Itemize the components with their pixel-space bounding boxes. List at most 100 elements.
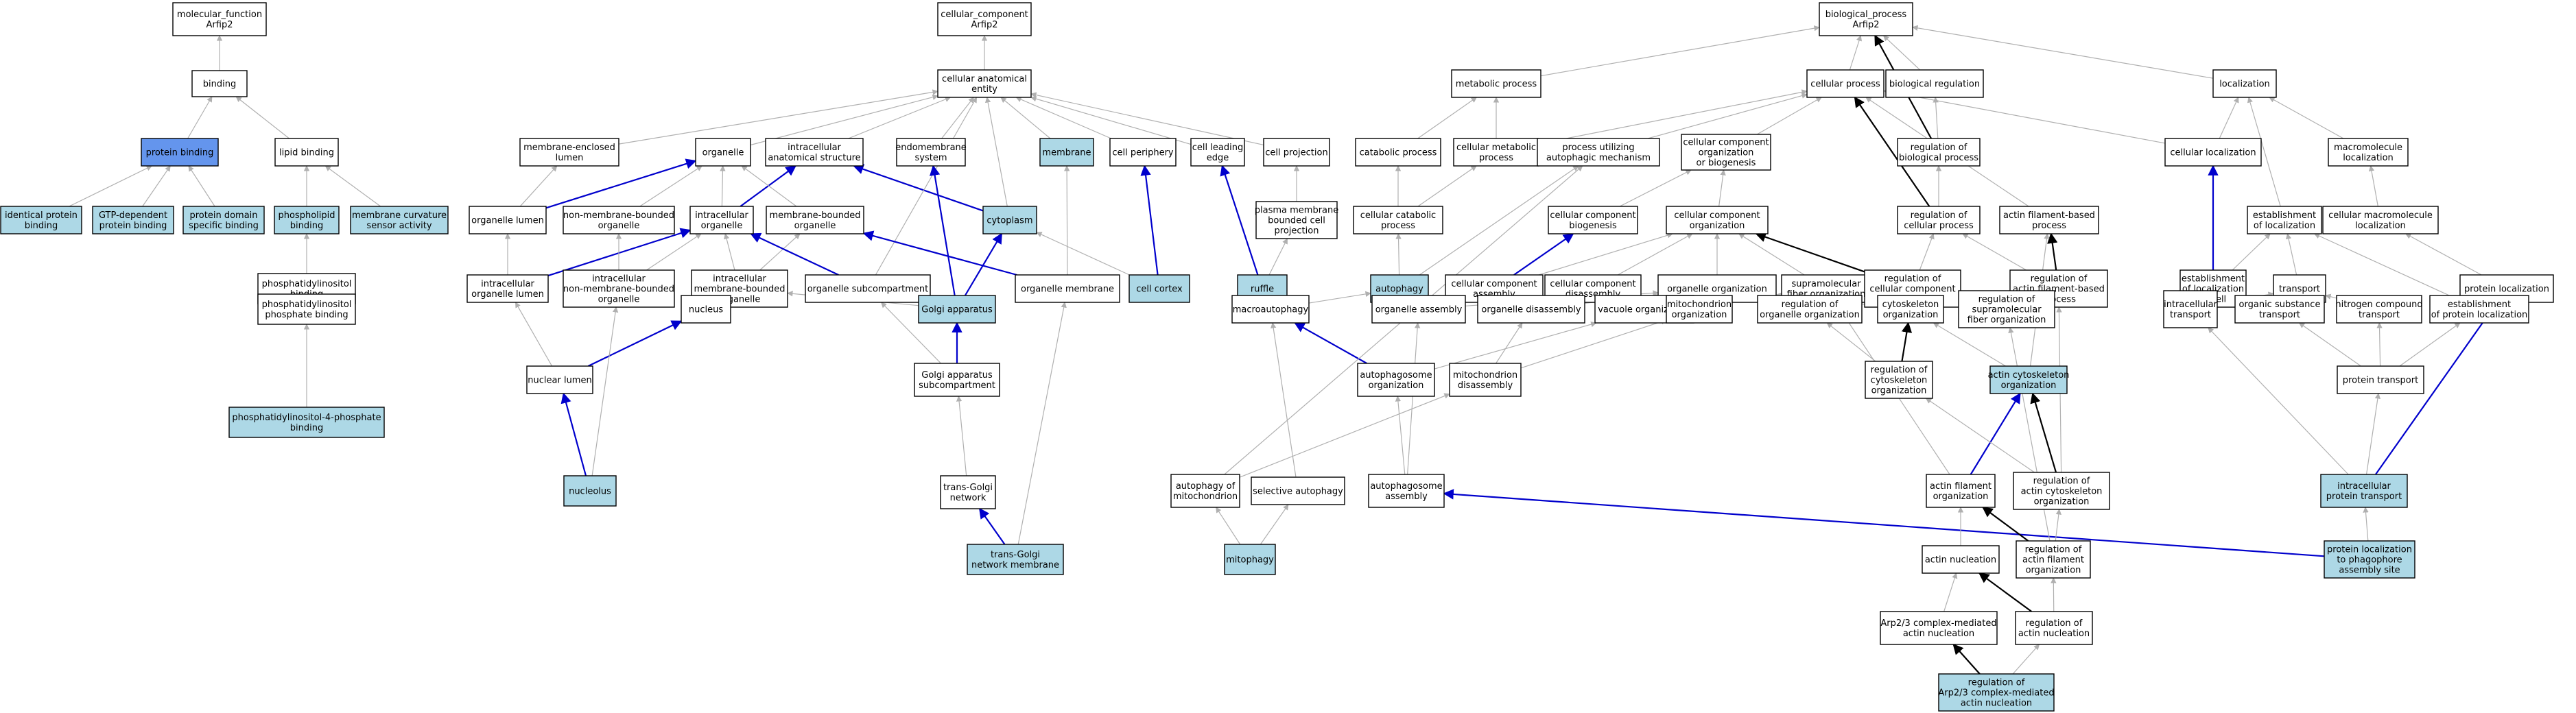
term-node-cell-localization[interactable]: cellular localization bbox=[2164, 138, 2262, 167]
term-node-membrane[interactable]: membrane bbox=[1039, 138, 1094, 167]
edge-isa-intra_nmb_org-to-intra_organelle bbox=[646, 233, 702, 271]
term-node-nucleolus[interactable]: nucleolus bbox=[563, 475, 617, 507]
term-node-binding[interactable]: binding bbox=[191, 70, 248, 97]
term-node-bio-reg[interactable]: biological regulation bbox=[1885, 69, 1984, 98]
term-node-org-assembly[interactable]: organelle assembly bbox=[1371, 295, 1466, 324]
term-label-line: mitochondrion bbox=[1453, 370, 1517, 380]
term-node-organelle[interactable]: organelle bbox=[695, 138, 751, 167]
term-node-org-disassembly[interactable]: organelle disassembly bbox=[1477, 295, 1585, 324]
term-node-metabolic[interactable]: metabolic process bbox=[1451, 69, 1541, 98]
term-node-protein-transport[interactable]: protein transport bbox=[2337, 365, 2424, 394]
term-node-intra-nmb-org[interactable]: intracellularnon-membrane-boundedorganel… bbox=[563, 269, 675, 308]
term-node-selective-autophagy[interactable]: selective autophagy bbox=[1251, 476, 1345, 505]
edge-isa-intra_protein_transport-to-intra_transport bbox=[2208, 327, 2349, 475]
edge-isa-golgi_subcomp-to-org_subcomp bbox=[880, 302, 941, 364]
term-label-line: cellular macromolecule bbox=[2328, 210, 2433, 221]
edge-regulates-reg_arp23_nucleation-to-arp23_nucleation bbox=[1952, 643, 1981, 675]
term-node-org-subcomp[interactable]: organelle subcompartment bbox=[805, 274, 931, 303]
term-node-protein-loc[interactable]: protein localization bbox=[2459, 274, 2554, 303]
term-node-cell-periphery[interactable]: cell periphery bbox=[1109, 138, 1177, 167]
edge-isa-tgn_membrane-to-org_membrane bbox=[1017, 302, 1067, 545]
term-label-line: process bbox=[1479, 153, 1513, 163]
term-node-org-membrane[interactable]: organelle membrane bbox=[1015, 274, 1120, 303]
term-node-cell-projection[interactable]: cell projection bbox=[1263, 138, 1330, 167]
term-label-line: regulation of bbox=[1871, 365, 1928, 376]
term-node-organelle-lumen[interactable]: organelle lumen bbox=[469, 206, 547, 234]
term-label-line: protein binding bbox=[146, 148, 214, 158]
term-node-lipid-binding[interactable]: lipid binding bbox=[274, 138, 339, 167]
term-node-protein-binding[interactable]: protein binding bbox=[141, 138, 219, 167]
term-node-catabolic[interactable]: catabolic process bbox=[1355, 138, 1441, 167]
term-label-line: protein domain bbox=[189, 210, 257, 221]
term-node-macroautophagy[interactable]: macroautophagy bbox=[1231, 295, 1310, 324]
term-node-golgi[interactable]: Golgi apparatus bbox=[918, 295, 996, 324]
term-node-cell-cortex[interactable]: cell cortex bbox=[1129, 274, 1190, 303]
term-node-nucleus[interactable]: nucleus bbox=[681, 295, 731, 324]
term-node-mitophagy[interactable]: mitophagy bbox=[1224, 544, 1276, 575]
term-node-cellular-process[interactable]: cellular process bbox=[1806, 69, 1884, 98]
term-label-line: cellular component bbox=[1869, 285, 1955, 295]
term-node-localization[interactable]: localization bbox=[2212, 69, 2277, 98]
term-node-nuclear-lumen[interactable]: nuclear lumen bbox=[526, 365, 593, 394]
term-node-actin-nucleation[interactable]: actin nucleation bbox=[1922, 545, 2000, 574]
term-node-cytoplasm[interactable]: cytoplasm bbox=[982, 206, 1037, 234]
